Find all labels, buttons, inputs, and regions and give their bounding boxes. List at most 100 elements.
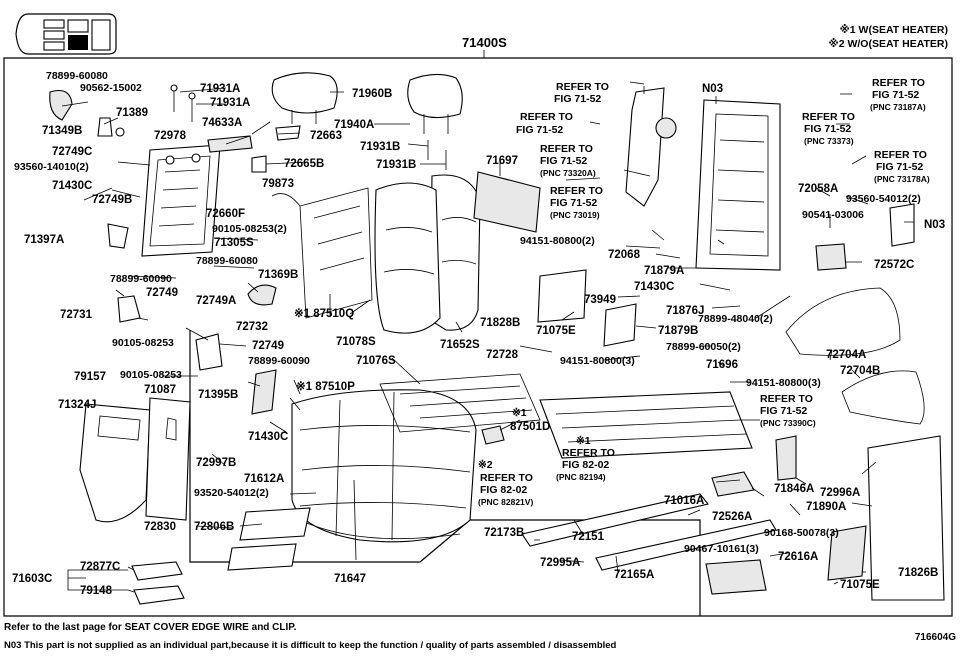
callout-fig-71-52-a: FIG 71-52 — [554, 93, 601, 105]
callout-78899-60050: 78899-60050(2) — [666, 341, 741, 353]
bracket-71828B — [537, 269, 587, 323]
callout-90168-50078: 90168-50078(3) — [764, 527, 839, 539]
callout-refer-71-52-g: REFER TO — [874, 149, 927, 161]
footer-note-n03: N03 This part is not supplied as an indi… — [4, 640, 617, 651]
headrest-guide-72978 — [207, 135, 253, 153]
wire-72704A — [785, 287, 925, 425]
callout-71075E-2: 71075E — [840, 579, 880, 591]
figure-id: 716604G — [914, 632, 956, 643]
callout-fig-71-52-c: FIG 71-52 — [540, 155, 587, 167]
callout-78899-60080-2: 78899-60080 — [196, 255, 258, 267]
callout-72877C: 72877C — [80, 561, 120, 573]
callout-79157: 79157 — [74, 371, 106, 383]
callout-94151-80800-2: 94151-80800(2) — [520, 235, 595, 247]
assembly-frame — [3, 57, 953, 617]
callout-72665B: 72665B — [284, 158, 324, 170]
callout-refer-71-52-d: REFER TO — [550, 185, 603, 197]
callout-87510Q: ※1 87510Q — [294, 307, 354, 320]
assembly-code: 71400S — [462, 35, 507, 50]
callout-93560-14010: 93560-14010(2) — [14, 161, 89, 173]
seat-cushion-71612A — [291, 389, 477, 543]
seatback-frame-71305S — [141, 144, 221, 257]
bracket-71395B — [251, 369, 277, 415]
callout-refer-71-52-h: REFER TO — [760, 393, 813, 405]
callout-72731: 72731 — [60, 309, 93, 321]
headrest-support-71931A — [170, 84, 196, 122]
panel-71087 — [145, 397, 191, 521]
callout-79873: 79873 — [262, 178, 294, 190]
leader-lines — [61, 81, 914, 593]
callout-71647: 71647 — [334, 573, 366, 585]
callout-79148: 79148 — [80, 585, 113, 597]
cover-71846A — [775, 435, 797, 481]
callout-pnc-73187a: (PNC 73187A) — [870, 102, 926, 112]
callout-87510P: ※1 87510P — [296, 380, 355, 393]
callout-71879B: 71879B — [658, 325, 698, 337]
callout-90562-15002: 90562-15002 — [80, 82, 142, 94]
legend-seat-heater: ※1 W(SEAT HEATER) — [839, 24, 948, 36]
latch-72572C — [815, 243, 847, 271]
bracket-71879B — [603, 303, 637, 347]
callout-72660F: 72660F — [206, 208, 245, 220]
callout-72749C: 72749C — [52, 146, 92, 158]
callout-71931A-2: 71931A — [210, 97, 250, 109]
headrest-71940A — [407, 73, 463, 134]
cover-71826B — [827, 525, 867, 581]
callout-71389: 71389 — [116, 107, 148, 119]
callout-72728: 72728 — [486, 349, 519, 361]
callout-fig-71-52-g: FIG 71-52 — [876, 161, 923, 173]
callout-fig-82-02-a: FIG 82-02 — [562, 459, 609, 471]
tray-72806B — [239, 507, 311, 541]
seatback-pad-71652S — [374, 174, 481, 334]
callout-71931B-2: 71931B — [376, 159, 416, 171]
callout-71931B-1: 71931B — [360, 141, 400, 153]
callout-71696: 71696 — [706, 359, 738, 371]
callout-fig-71-52-b: FIG 71-52 — [516, 124, 563, 136]
callout-N03-2: N03 — [924, 219, 945, 231]
callout-71879A: 71879A — [644, 265, 684, 277]
callout-71960B: 71960B — [352, 88, 392, 100]
callout-71087: 71087 — [144, 384, 176, 396]
callout-72526A: 72526A — [712, 511, 752, 523]
callout-refer-71-52-f: REFER TO — [802, 111, 855, 123]
back-panel-71890A — [867, 435, 945, 601]
callout-72978: 72978 — [154, 130, 187, 142]
callout-pnc-73178a: (PNC 73178A) — [874, 174, 930, 184]
callout-71349B: 71349B — [42, 125, 82, 137]
cushion-frame-71076S — [379, 373, 541, 433]
callout-refer-82-02-a: REFER TO — [562, 447, 615, 459]
headrest-71960B — [271, 72, 338, 124]
callout-71430C-2: 71430C — [248, 431, 288, 443]
callout-pnc-82821v: (PNC 82821V) — [478, 497, 533, 507]
callout-94151-80800-3b: 94151-80800(3) — [746, 377, 821, 389]
callout-71324J: 71324J — [58, 399, 96, 411]
seat-frame-N03 — [695, 99, 781, 271]
callout-72058A: 72058A — [798, 183, 838, 195]
callout-71612A: 71612A — [244, 473, 284, 485]
callout-note2: ※2 — [478, 459, 493, 471]
footer-note-edge-wire: Refer to the last page for SEAT COVER ED… — [4, 622, 297, 633]
callout-pnc-73373: (PNC 73373) — [804, 136, 854, 146]
trim-72616A — [705, 559, 767, 595]
callout-78899-48040: 78899-48040(2) — [698, 313, 773, 325]
lever-72526A — [711, 471, 755, 497]
callout-71826B: 71826B — [898, 567, 938, 579]
callout-93520-54012: 93520-54012(2) — [194, 487, 269, 499]
callout-78899-60090-2: 78899-60090 — [248, 355, 310, 367]
callout-73949: 73949 — [584, 294, 616, 306]
callout-90105-08253-2: 90105-08253(2) — [212, 223, 287, 235]
callout-72749-1: 72749 — [146, 287, 178, 299]
seatback-cover-frame — [299, 187, 373, 319]
callout-93560-54012: 93560-54012(2) — [846, 193, 921, 205]
hook-71369B — [247, 284, 277, 306]
callout-71697: 71697 — [486, 155, 518, 167]
callout-71876J: 71876J — [666, 305, 704, 317]
callout-refer-71-52-a: REFER TO — [556, 81, 609, 93]
callout-71369B: 71369B — [258, 269, 298, 281]
callout-72996A: 72996A — [820, 487, 860, 499]
callout-72704A: 72704A — [826, 349, 866, 361]
seatback-board-71697 — [473, 171, 541, 233]
callout-72704B: 72704B — [840, 365, 880, 377]
seat-position-icon — [15, 13, 117, 55]
callout-71078S: 71078S — [336, 336, 376, 348]
